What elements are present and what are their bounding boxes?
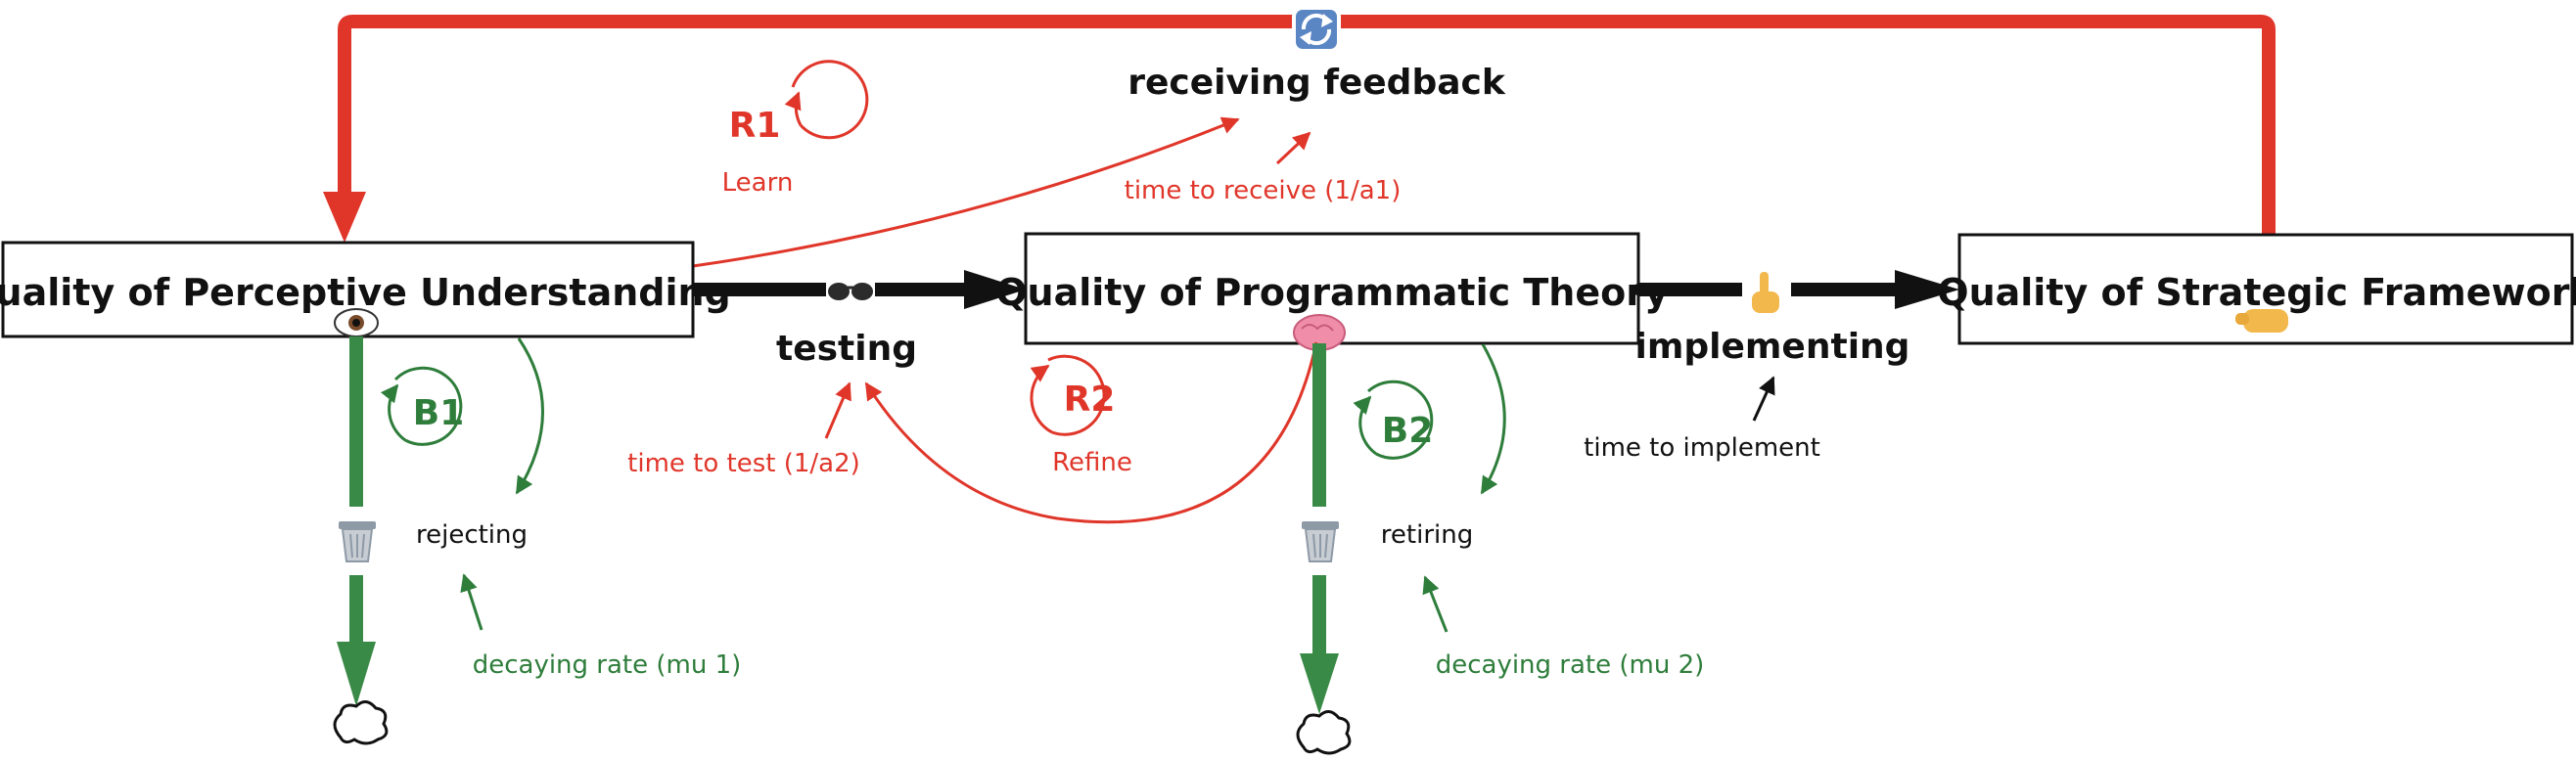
param-time-to-implement: time to implement: [1584, 433, 1820, 463]
flow-label-implementing: implementing: [1635, 327, 1910, 367]
eye-icon: [334, 308, 379, 337]
svg-text:B2: B2: [1382, 411, 1434, 451]
svg-text:Quality of Programmatic Theory: Quality of Programmatic Theory: [995, 271, 1669, 314]
flow-label-receiving-feedback: receiving feedback: [1127, 63, 1506, 103]
fist-icon: [2235, 309, 2288, 333]
param-time-to-test: time to test (1/a2): [627, 449, 860, 478]
trash-icon: [1302, 521, 1339, 562]
link-decay2-to-retiring: [1422, 575, 1449, 633]
flow-label-retiring: retiring: [1381, 520, 1473, 550]
loop-b2: B2: [1353, 380, 1434, 460]
feedback-flow-pipe: [338, 15, 2276, 240]
loop-r2: R2 Refine: [1030, 354, 1132, 477]
glasses-icon: [826, 270, 875, 309]
link-time-to-implement: [1752, 376, 1775, 422]
param-decaying-rate-mu2: decaying rate (mu 2): [1436, 650, 1705, 680]
testing-flow-arrowhead: [964, 270, 1026, 309]
svg-text:Quality of Strategic Framework: Quality of Strategic Framework: [1937, 271, 2576, 314]
svg-text:R1: R1: [729, 106, 781, 146]
param-decaying-rate-mu1: decaying rate (mu 1): [473, 650, 742, 680]
link-pu-to-rejecting: [515, 337, 544, 495]
refresh-icon: [1292, 6, 1341, 53]
pointing-hand-icon: [1742, 266, 1791, 319]
stock-strategic-framework[interactable]: Quality of Strategic Framework: [1937, 233, 2576, 345]
cloud-icon: [333, 700, 389, 745]
svg-text:B1: B1: [413, 393, 465, 433]
stock-perceptive-understanding[interactable]: Quality of Perceptive Understanding: [0, 241, 731, 338]
trash-icon: [339, 521, 376, 562]
param-time-to-receive: time to receive (1/a1): [1125, 176, 1402, 205]
link-time-to-receive: [1275, 131, 1311, 165]
loop-b1: B1: [380, 366, 465, 446]
flow-label-testing: testing: [776, 329, 917, 369]
svg-text:Learn: Learn: [722, 168, 794, 198]
loop-r1: R1 Learn: [722, 60, 869, 198]
svg-text:Quality of Perceptive Understa: Quality of Perceptive Understanding: [0, 271, 731, 314]
flow-label-rejecting: rejecting: [416, 520, 528, 550]
cloud-icon: [1296, 710, 1352, 755]
link-pu-to-feedback: [692, 116, 1240, 268]
link-pt-to-testing: [864, 341, 1318, 524]
link-decay1-to-rejecting: [460, 573, 483, 631]
svg-text:R2: R2: [1064, 380, 1116, 420]
implementing-flow-arrowhead: [1895, 270, 1959, 309]
feedback-flow-arrowhead: [323, 192, 366, 243]
retiring-flow-arrowhead: [1300, 653, 1339, 714]
rejecting-flow-arrowhead: [337, 642, 376, 706]
link-time-to-test: [824, 381, 851, 439]
implementing-flow-start: [1633, 284, 1644, 295]
svg-text:Refine: Refine: [1052, 448, 1132, 477]
link-pt-to-retiring: [1480, 343, 1506, 495]
